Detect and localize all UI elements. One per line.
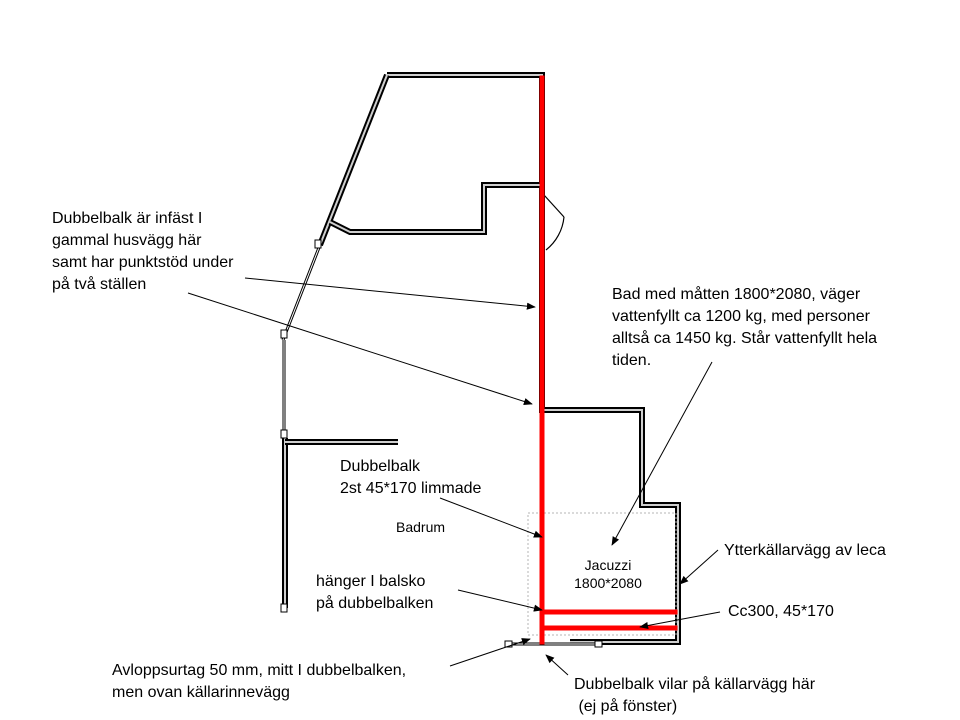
label-bathroom: Badrum [396,519,445,535]
beams [539,75,678,645]
arrow-outer-wall [679,549,719,585]
arrow-hanger [457,589,543,612]
annotation-outer-wall: Ytterkällarvägg av leca [724,542,886,559]
annotation-joists: Cc300, 45*170 [728,603,834,620]
arrow-double-beam [439,497,543,538]
arrow-bath [611,361,713,546]
annotation-double-beam: Dubbelbalk 2st 45*170 limmade [340,458,482,497]
annotation-hanger: hänger I balsko på dubbelbalken [316,573,434,612]
arrow-drain [449,638,531,667]
inner-wall-upper [328,182,542,235]
label-jacuzzi: Jacuzzi [585,557,632,573]
jacuzzi-outline [527,512,677,636]
label-jacuzzi-size: 1800*2080 [574,575,642,591]
arrow-support [545,654,569,676]
arrow-joists [639,611,721,630]
arrow-wall-beam-1 [244,277,536,310]
annotation-bath: Bad med måtten 1800*2080, väger vattenfy… [612,286,878,369]
leader-lines [187,277,721,676]
door-swing [543,194,565,251]
annotation-drain: Avloppsurtag 50 mm, mitt I dubbelbalken,… [112,662,407,701]
walls [280,72,681,648]
annotation-wall-beam: Dubbelbalk är infäst I gammal husvägg hä… [52,210,234,293]
annotation-support: Dubbelbalk vilar på källarvägg här (ej p… [574,676,816,715]
arrow-wall-beam-2 [187,292,533,405]
